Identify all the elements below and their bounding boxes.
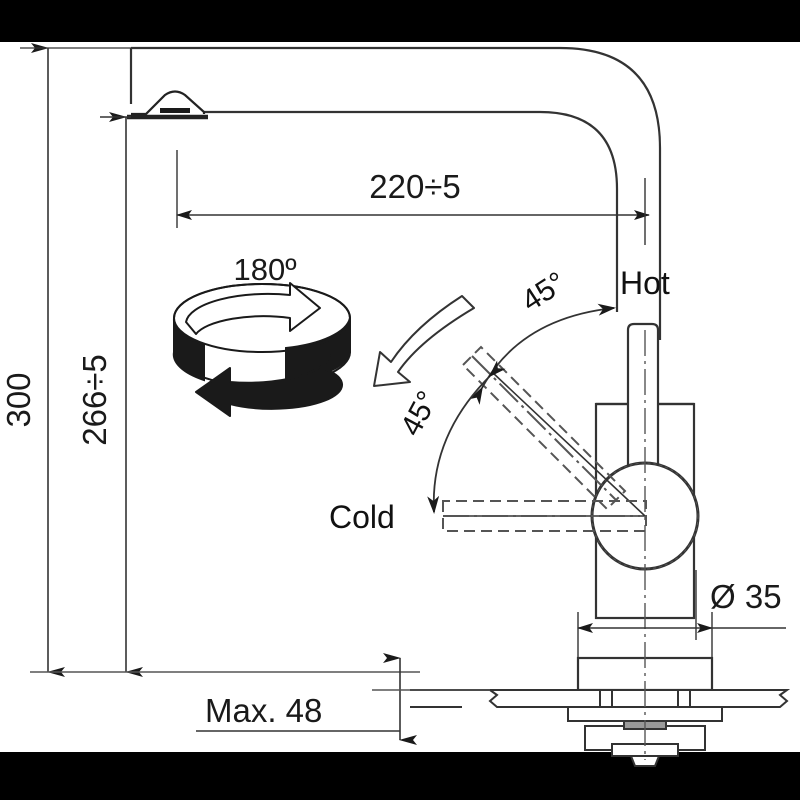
flow-direction-arrow-icon bbox=[373, 295, 475, 387]
spout-inner-contour bbox=[204, 110, 619, 312]
handle-position-horizontal-dashed bbox=[442, 500, 647, 532]
dimension-label-300: 300 bbox=[0, 372, 37, 427]
dimension-reach: 220÷5 bbox=[176, 150, 650, 245]
arc-line-45-lower bbox=[427, 360, 506, 514]
dimension-label-266: 266÷5 bbox=[76, 354, 113, 446]
dimension-height-spout: 266÷5 bbox=[76, 112, 143, 677]
dimension-base-diameter: Ø 35 bbox=[577, 570, 786, 662]
lever-handle bbox=[626, 322, 660, 476]
dimension-label-220: 220÷5 bbox=[369, 168, 461, 205]
rotation-label-180: 180º bbox=[233, 252, 296, 287]
dimension-label-dia35: Ø 35 bbox=[710, 578, 782, 615]
dimension-label-max48: Max. 48 bbox=[205, 692, 322, 729]
label-hot: Hot bbox=[620, 265, 670, 301]
label-cold: Cold bbox=[329, 499, 395, 535]
spout-outer-contour bbox=[131, 46, 662, 340]
dimension-counter-thickness: Max. 48 bbox=[196, 653, 490, 745]
rotation-360-arrow-icon: 180º bbox=[172, 252, 351, 417]
paper-background bbox=[0, 42, 800, 752]
faucet-outline bbox=[129, 46, 662, 340]
dimension-height-total: 300 bbox=[0, 43, 131, 677]
